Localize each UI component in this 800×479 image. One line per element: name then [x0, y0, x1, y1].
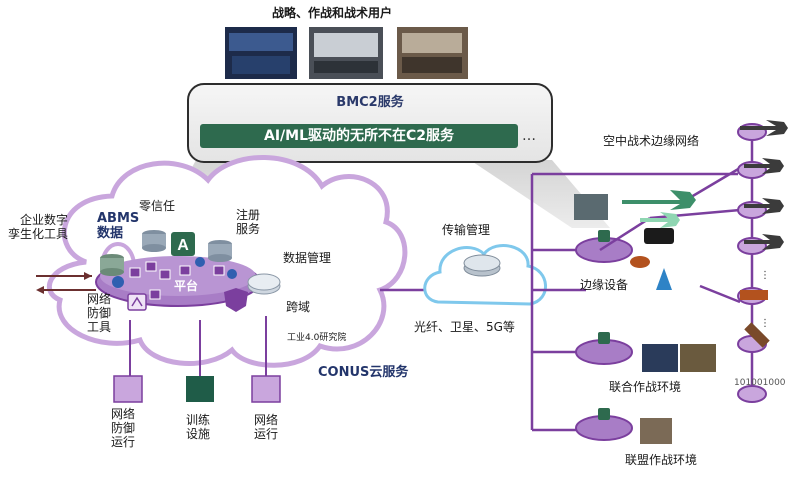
industry-lab-label: 工业4.0研究院	[287, 333, 347, 343]
air-tactical-edge-label: 空中战术边缘网络	[603, 134, 700, 148]
joint-env-label: 联合作战环境	[609, 380, 682, 394]
more-services-ellipsis: …	[522, 128, 536, 144]
transport-title: 传输管理	[442, 223, 491, 237]
abms-data-label: ABMS 数据	[97, 211, 140, 241]
digital-twin-label: 企业数字 孪生化工具	[8, 213, 69, 241]
jet-icons	[740, 120, 788, 250]
transport-links: 光纤、卫星、5G等	[414, 320, 515, 334]
svg-text:⋮: ⋮	[760, 318, 770, 329]
ai-service-label: AI/ML驱动的无所不在C2服务	[263, 128, 455, 144]
box-training	[186, 376, 214, 402]
box-net-ops	[251, 375, 281, 403]
database-stacks	[100, 230, 232, 276]
coalition-env-label: 联盟作战环境	[625, 453, 698, 467]
cross-domain-label: 跨域	[286, 300, 311, 314]
edge-device-label: 边缘设备	[580, 278, 629, 292]
platform-label: 平台	[174, 279, 199, 293]
drone-icon	[740, 290, 768, 300]
green-aircraft	[622, 190, 696, 228]
bottom-box-label-net-ops: 网络 运行	[254, 413, 279, 441]
cyber-defense-tools-label: 网络 防御 工具	[87, 292, 112, 334]
satellite-icon	[744, 322, 770, 348]
user-photos	[225, 27, 468, 79]
bmc2-title: BMC2服务	[336, 95, 404, 110]
registration-service-label: 注册 服务	[236, 208, 261, 236]
bottom-box-label-training: 训练 设施	[186, 413, 211, 441]
platform-gears	[112, 257, 237, 288]
binary-label: 101001000	[734, 378, 786, 388]
svg-text:A: A	[177, 237, 189, 254]
app-icon	[171, 232, 195, 256]
platform-houses	[129, 261, 225, 300]
ai-service-bar	[200, 124, 518, 148]
conus-cloud-label: CONUS云服务	[318, 365, 409, 380]
shield-icon	[224, 288, 248, 312]
hmd-icon	[644, 228, 674, 244]
bottom-box-label-cyber-ops: 网络 防御 运行	[111, 407, 136, 449]
top-title: 战略、作战和战术用户	[272, 6, 393, 20]
svg-text:⋮: ⋮	[760, 270, 770, 281]
data-management-label: 数据管理	[283, 251, 332, 265]
zero-trust-label: 零信任	[139, 199, 176, 213]
box-cyber-ops	[113, 375, 143, 403]
tool-icon	[127, 293, 147, 311]
